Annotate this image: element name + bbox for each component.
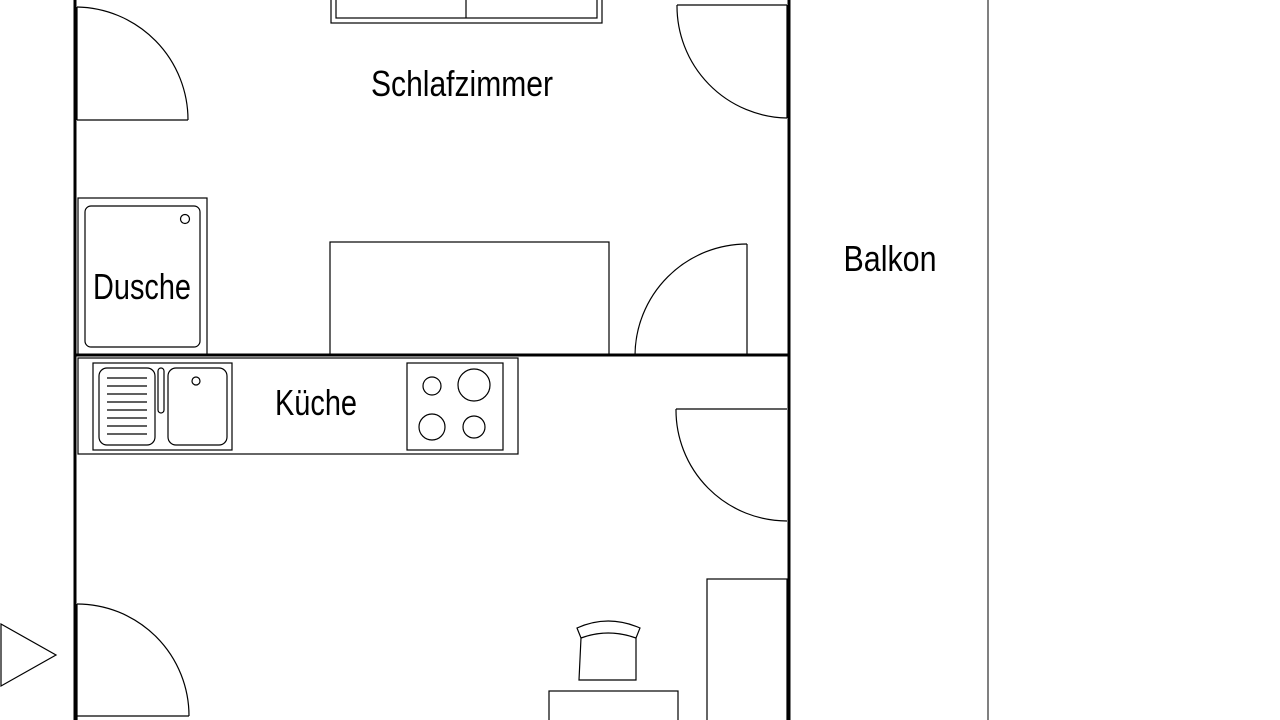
walls <box>73 0 989 720</box>
door-swing-icon <box>676 4 788 119</box>
entrance-arrow-icon <box>0 622 58 688</box>
table <box>548 690 679 720</box>
door-swing-icon <box>675 408 788 522</box>
cabinet <box>706 578 788 720</box>
room-label-balcony: Balkon <box>844 238 937 279</box>
shower-tray <box>77 197 208 356</box>
door-swing-icon <box>76 603 190 720</box>
bedroom-top-furniture <box>330 0 603 24</box>
kitchen-counter <box>77 357 519 455</box>
bedroom-furniture <box>329 241 610 356</box>
chair-icon <box>576 620 641 681</box>
room-label-kitchen: Küche <box>275 382 357 423</box>
sink-icon <box>92 362 233 451</box>
door-swing-icon <box>76 6 189 121</box>
stove-icon <box>406 362 504 451</box>
door-swing-icon <box>634 243 748 357</box>
room-label-bedroom: Schlafzimmer <box>371 63 553 104</box>
room-label-shower: Dusche <box>93 266 191 307</box>
